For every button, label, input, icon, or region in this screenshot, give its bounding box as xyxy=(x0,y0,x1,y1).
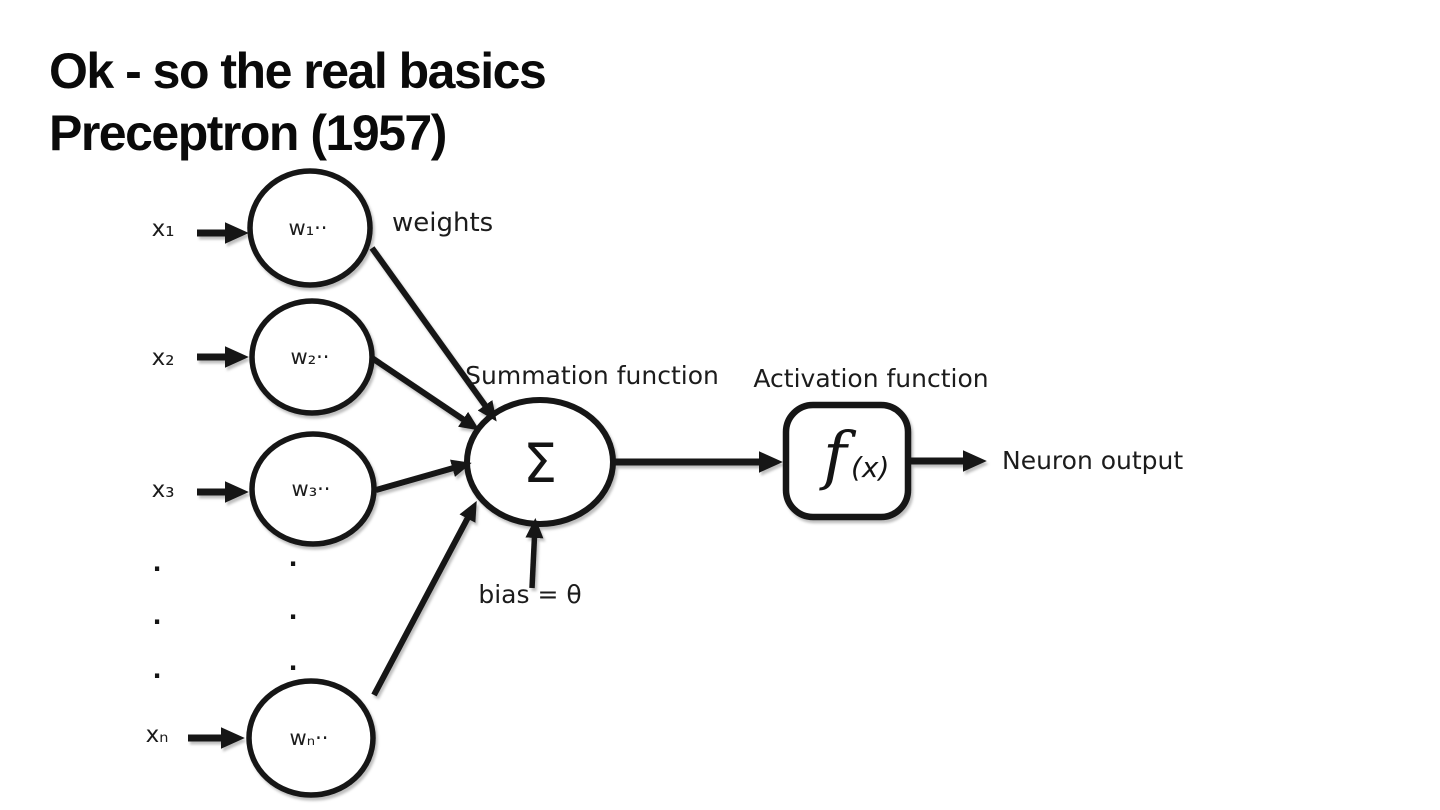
weight-node-w1 xyxy=(247,168,373,288)
connection-w1-sum xyxy=(369,246,497,422)
connection-w2-sum xyxy=(370,355,480,431)
slide-title-line2: Preceptron (1957) xyxy=(49,105,447,161)
input-label-x1: x₁ xyxy=(152,216,175,242)
weight-label-w2: w₂·· xyxy=(291,345,330,369)
activation-arg-symbol: (x) xyxy=(851,451,889,484)
weight-label-w3: w₃·· xyxy=(292,477,331,501)
ellipsis-dot: . xyxy=(152,656,161,684)
ellipsis-dot: . xyxy=(288,648,297,676)
ellipsis-dot: . xyxy=(152,602,161,630)
input-label-x2: x₂ xyxy=(152,345,175,371)
input-label-x3: x₃ xyxy=(152,477,175,503)
weights-caption: weights xyxy=(392,208,493,238)
ellipsis-dot: . xyxy=(152,549,161,577)
bias-arrow xyxy=(525,518,544,589)
bias-caption: bias = θ xyxy=(478,580,581,609)
neuron-output-caption: Neuron output xyxy=(1002,446,1183,475)
ellipsis-dot: . xyxy=(288,597,297,625)
weight-node-wn xyxy=(246,678,376,798)
weight-label-w1: w₁·· xyxy=(289,216,328,240)
connection-wn-sum xyxy=(371,500,477,697)
sigma-symbol: Σ xyxy=(523,432,557,495)
slide-title: Ok - so the real basics Preceptron (1957… xyxy=(49,40,547,164)
weight-label-wn: wₙ·· xyxy=(290,726,329,750)
slide-title-line1: Ok - so the real basics xyxy=(49,43,547,99)
input-label-xn: xₙ xyxy=(146,722,169,748)
weight-node-w3 xyxy=(249,431,377,547)
activation-caption: Activation function xyxy=(753,364,988,393)
weight-node-w2 xyxy=(249,298,375,416)
summation-caption: Summation function xyxy=(465,361,719,390)
connection-w3-sum xyxy=(375,459,472,493)
activation-box xyxy=(782,401,912,521)
ellipsis-dot: . xyxy=(288,544,297,572)
